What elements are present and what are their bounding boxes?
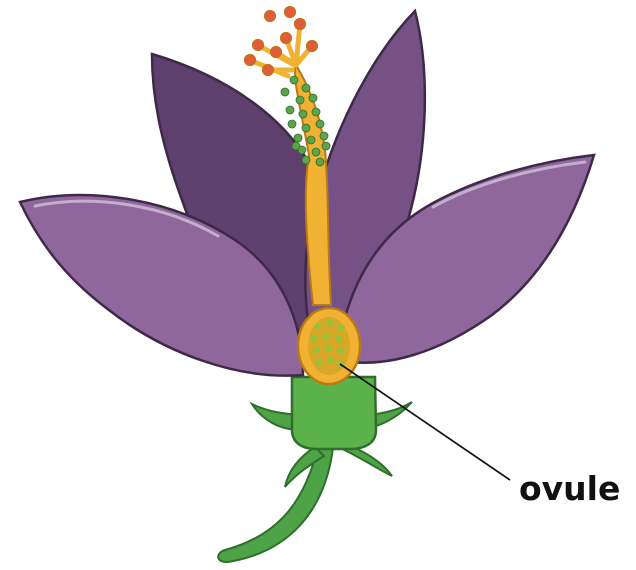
- stigma-tip: [281, 33, 292, 44]
- stem: [218, 447, 333, 562]
- stigma-tip: [271, 47, 282, 58]
- pollen-grain: [302, 124, 310, 132]
- ovule-dot: [315, 323, 321, 329]
- pollen-grain: [316, 158, 324, 166]
- receptacle: [292, 377, 376, 449]
- ovule-dot: [325, 345, 331, 351]
- ovule-dot: [328, 357, 334, 363]
- ovule-dot: [327, 320, 333, 326]
- ovule-dot: [316, 359, 322, 365]
- pollen-grain: [322, 142, 330, 150]
- ovule-dot: [338, 348, 344, 354]
- pollen-grain: [281, 88, 289, 96]
- pollen-grain: [288, 120, 296, 128]
- pollen-grain: [302, 156, 310, 164]
- stigma-tip: [285, 7, 296, 18]
- pollen-grain: [302, 84, 310, 92]
- pollen-grain: [320, 132, 328, 140]
- pollen-grain: [286, 106, 294, 114]
- stigma-tips: [245, 7, 318, 76]
- pollen-grain: [290, 76, 298, 84]
- pollen-grain: [312, 148, 320, 156]
- pollen-grain: [312, 108, 320, 116]
- pollen-grain: [316, 120, 324, 128]
- stigma-tip: [253, 40, 264, 51]
- stigma-tip: [295, 19, 306, 30]
- pollen-grain: [296, 96, 304, 104]
- pollen-grain: [299, 110, 307, 118]
- ovule-dot: [336, 336, 342, 342]
- pollen-grain: [307, 136, 315, 144]
- ovule-dot: [311, 335, 317, 341]
- pollen-grain: [309, 94, 317, 102]
- pollen-grain: [292, 142, 300, 150]
- ovule-label: ovule: [519, 469, 620, 508]
- pollen-grain: [294, 134, 302, 142]
- stigma-tip: [265, 11, 276, 22]
- stigma-tip: [263, 65, 274, 76]
- stigma-tip: [245, 55, 256, 66]
- stigma-tip: [307, 41, 318, 52]
- ovule-dot: [338, 325, 344, 331]
- ovule-dot: [323, 333, 329, 339]
- ovule-dot: [313, 347, 319, 353]
